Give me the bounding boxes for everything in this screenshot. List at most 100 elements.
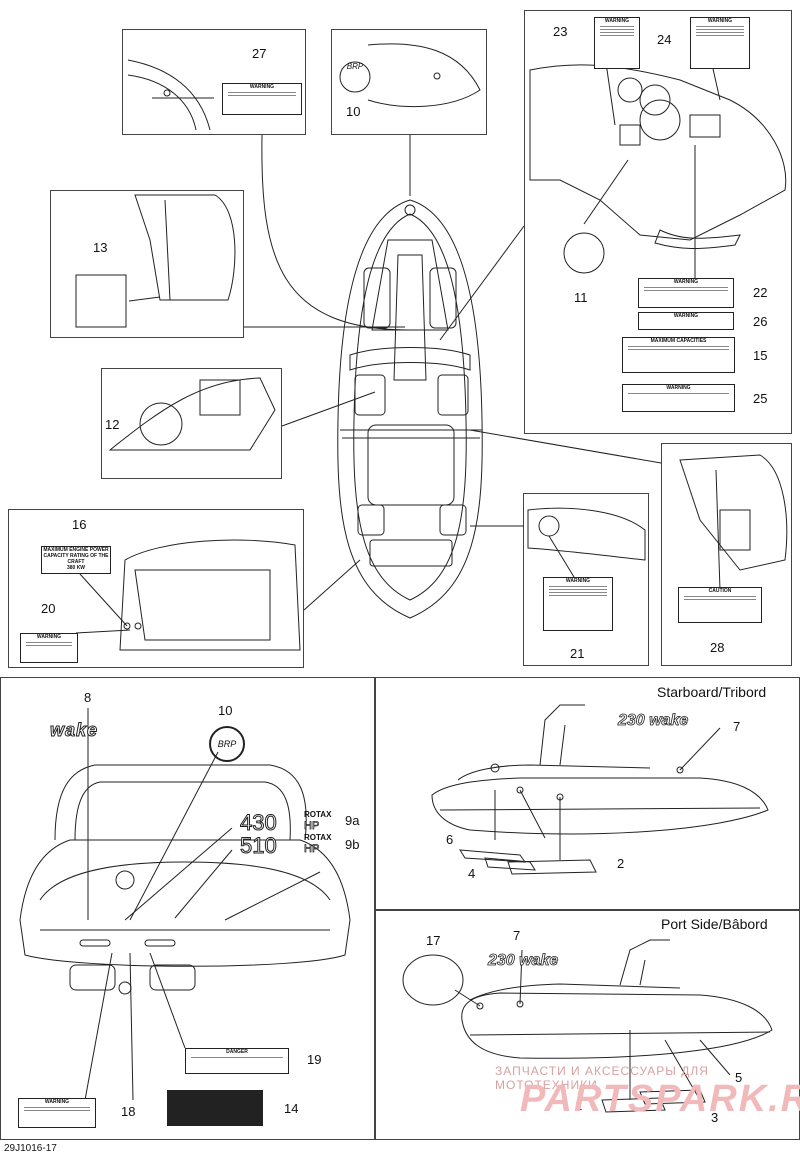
callout-10-top: 10: [346, 104, 361, 119]
stern-hull: [19, 839, 351, 967]
port-view-title: Port Side/Bâbord: [661, 916, 768, 932]
decal-16-power: MAXIMUM ENGINE POWER CAPACITY RATING OF …: [41, 546, 111, 574]
callout-20: 20: [41, 601, 56, 616]
detail-frame-28: [661, 443, 792, 666]
decal-28-caution: CAUTION: [678, 587, 762, 623]
decal-19-title: DANGER: [226, 1049, 248, 1055]
callout-15: 15: [753, 348, 768, 363]
decal-28-title: CAUTION: [708, 588, 732, 594]
drawing-id: 29J1016-17: [4, 1143, 57, 1154]
decal-15-capacities: MAXIMUM CAPACITIES: [622, 337, 735, 373]
decal-27-title: WARNING: [249, 84, 275, 90]
callout-27: 27: [252, 46, 267, 61]
callout-25: 25: [753, 391, 768, 406]
wake-logo-8: wake: [49, 720, 99, 741]
decal-16-title: MAXIMUM ENGINE POWER CAPACITY RATING OF …: [43, 547, 109, 565]
detail-frame-12: [101, 368, 282, 479]
callout-9b: 9b: [345, 837, 360, 852]
watermark-tagline: ЗАПЧАСТИ И АКСЕССУАРЫ ДЛЯ МОТОТЕХНИКИ: [495, 1064, 709, 1092]
boat-hull-inner: [353, 213, 467, 601]
callout-16: 16: [72, 517, 87, 532]
callout-9a: 9a: [345, 813, 360, 828]
callout-6: 6: [446, 832, 454, 847]
decal-21-warning: WARNING: [543, 577, 613, 631]
decal-22-title: WARNING: [673, 279, 699, 285]
stern-tower: [54, 764, 307, 841]
callout-13: 13: [93, 240, 108, 255]
starboard-view-frame: [375, 677, 800, 910]
decal-26-title: WARNING: [673, 313, 699, 319]
boat-console-right: [437, 374, 469, 416]
callout-4: 4: [468, 866, 476, 881]
decal-25-title: WARNING: [666, 385, 691, 391]
wake-logo-7-starboard: 230 wake: [618, 712, 689, 730]
port-hull: [461, 992, 773, 1059]
detail-frame-27: [122, 29, 306, 135]
decal-20-title: WARNING: [36, 634, 62, 640]
callout-26: 26: [753, 314, 768, 329]
callout-12: 12: [105, 417, 120, 432]
callout-19: 19: [307, 1052, 322, 1067]
brp-badge-10-top: BRP: [346, 62, 364, 71]
callout-23: 23: [553, 24, 568, 39]
boat-console-left: [354, 374, 386, 416]
callout-5: 5: [735, 1070, 743, 1085]
callout-1: 1: [575, 1098, 583, 1113]
decal-22-warning: WARNING: [638, 278, 734, 308]
callout-21: 21: [570, 646, 585, 661]
decal-19-danger: DANGER: [185, 1048, 289, 1074]
hp-430-hp: HP: [304, 820, 320, 833]
boat-seat-aft-left: [357, 504, 385, 536]
decal-23-warning: WARNING: [594, 17, 640, 69]
decal-13-extinguisher: [76, 275, 126, 327]
callout-8: 8: [84, 690, 92, 705]
callout-17: 17: [426, 933, 441, 948]
boat-seat-aft-right: [439, 504, 467, 536]
decal-18-warning: WARNING: [18, 1098, 96, 1128]
boat-seat-right: [429, 267, 457, 329]
hp-430-rotax: ROTAX: [304, 810, 332, 819]
boat-seat-left: [363, 267, 391, 329]
callout-7-starboard: 7: [733, 719, 741, 734]
callout-24: 24: [657, 32, 672, 47]
callout-7-port: 7: [513, 928, 521, 943]
decal-14-label: [167, 1090, 263, 1126]
boat-aft-cockpit: [367, 424, 455, 506]
decal-18-title: WARNING: [44, 1099, 70, 1105]
hp-510-logo: 510: [240, 833, 278, 859]
decal-24-warning: WARNING: [690, 17, 750, 69]
decal-16-value: 380 KW: [66, 565, 86, 571]
wake-logo-7-port: 230 wake: [488, 952, 559, 970]
detail-frame-13: [50, 190, 244, 338]
decal-25-warning: WARNING: [622, 384, 735, 412]
callout-10-bottom: 10: [218, 703, 233, 718]
decal-26-warning: WARNING: [638, 312, 734, 330]
callout-28: 28: [710, 640, 725, 655]
watermark-brand: PARTSPARK.RU: [520, 1078, 800, 1120]
callout-18: 18: [121, 1104, 136, 1119]
boat-windshield: [349, 347, 471, 371]
decal-23-title: WARNING: [604, 18, 630, 24]
decal-15-title: MAXIMUM CAPACITIES: [650, 338, 707, 344]
boat-hull-top-view: [337, 199, 483, 619]
decal-21-title: WARNING: [565, 578, 591, 584]
callout-22: 22: [753, 285, 768, 300]
brp-badge-10-bottom: BRP: [209, 726, 245, 762]
detail-frame-10-top: [331, 29, 487, 135]
callout-2: 2: [617, 856, 625, 871]
boat-deck-bow: [371, 239, 449, 331]
callout-14: 14: [284, 1101, 299, 1116]
decal-20-warning: WARNING: [20, 633, 78, 663]
callout-11: 11: [574, 290, 588, 305]
decal-24-title: WARNING: [707, 18, 733, 24]
hp-430-logo: 430: [240, 810, 278, 836]
starboard-hull: [431, 777, 769, 835]
hp-510-rotax: ROTAX: [304, 833, 332, 842]
hp-510-hp: HP: [304, 843, 320, 856]
boat-walkway: [393, 254, 427, 381]
starboard-view-title: Starboard/Tribord: [657, 684, 767, 700]
decal-27-warning: WARNING: [222, 83, 302, 115]
callout-3: 3: [711, 1110, 719, 1125]
boat-swim-platform: [369, 539, 453, 567]
